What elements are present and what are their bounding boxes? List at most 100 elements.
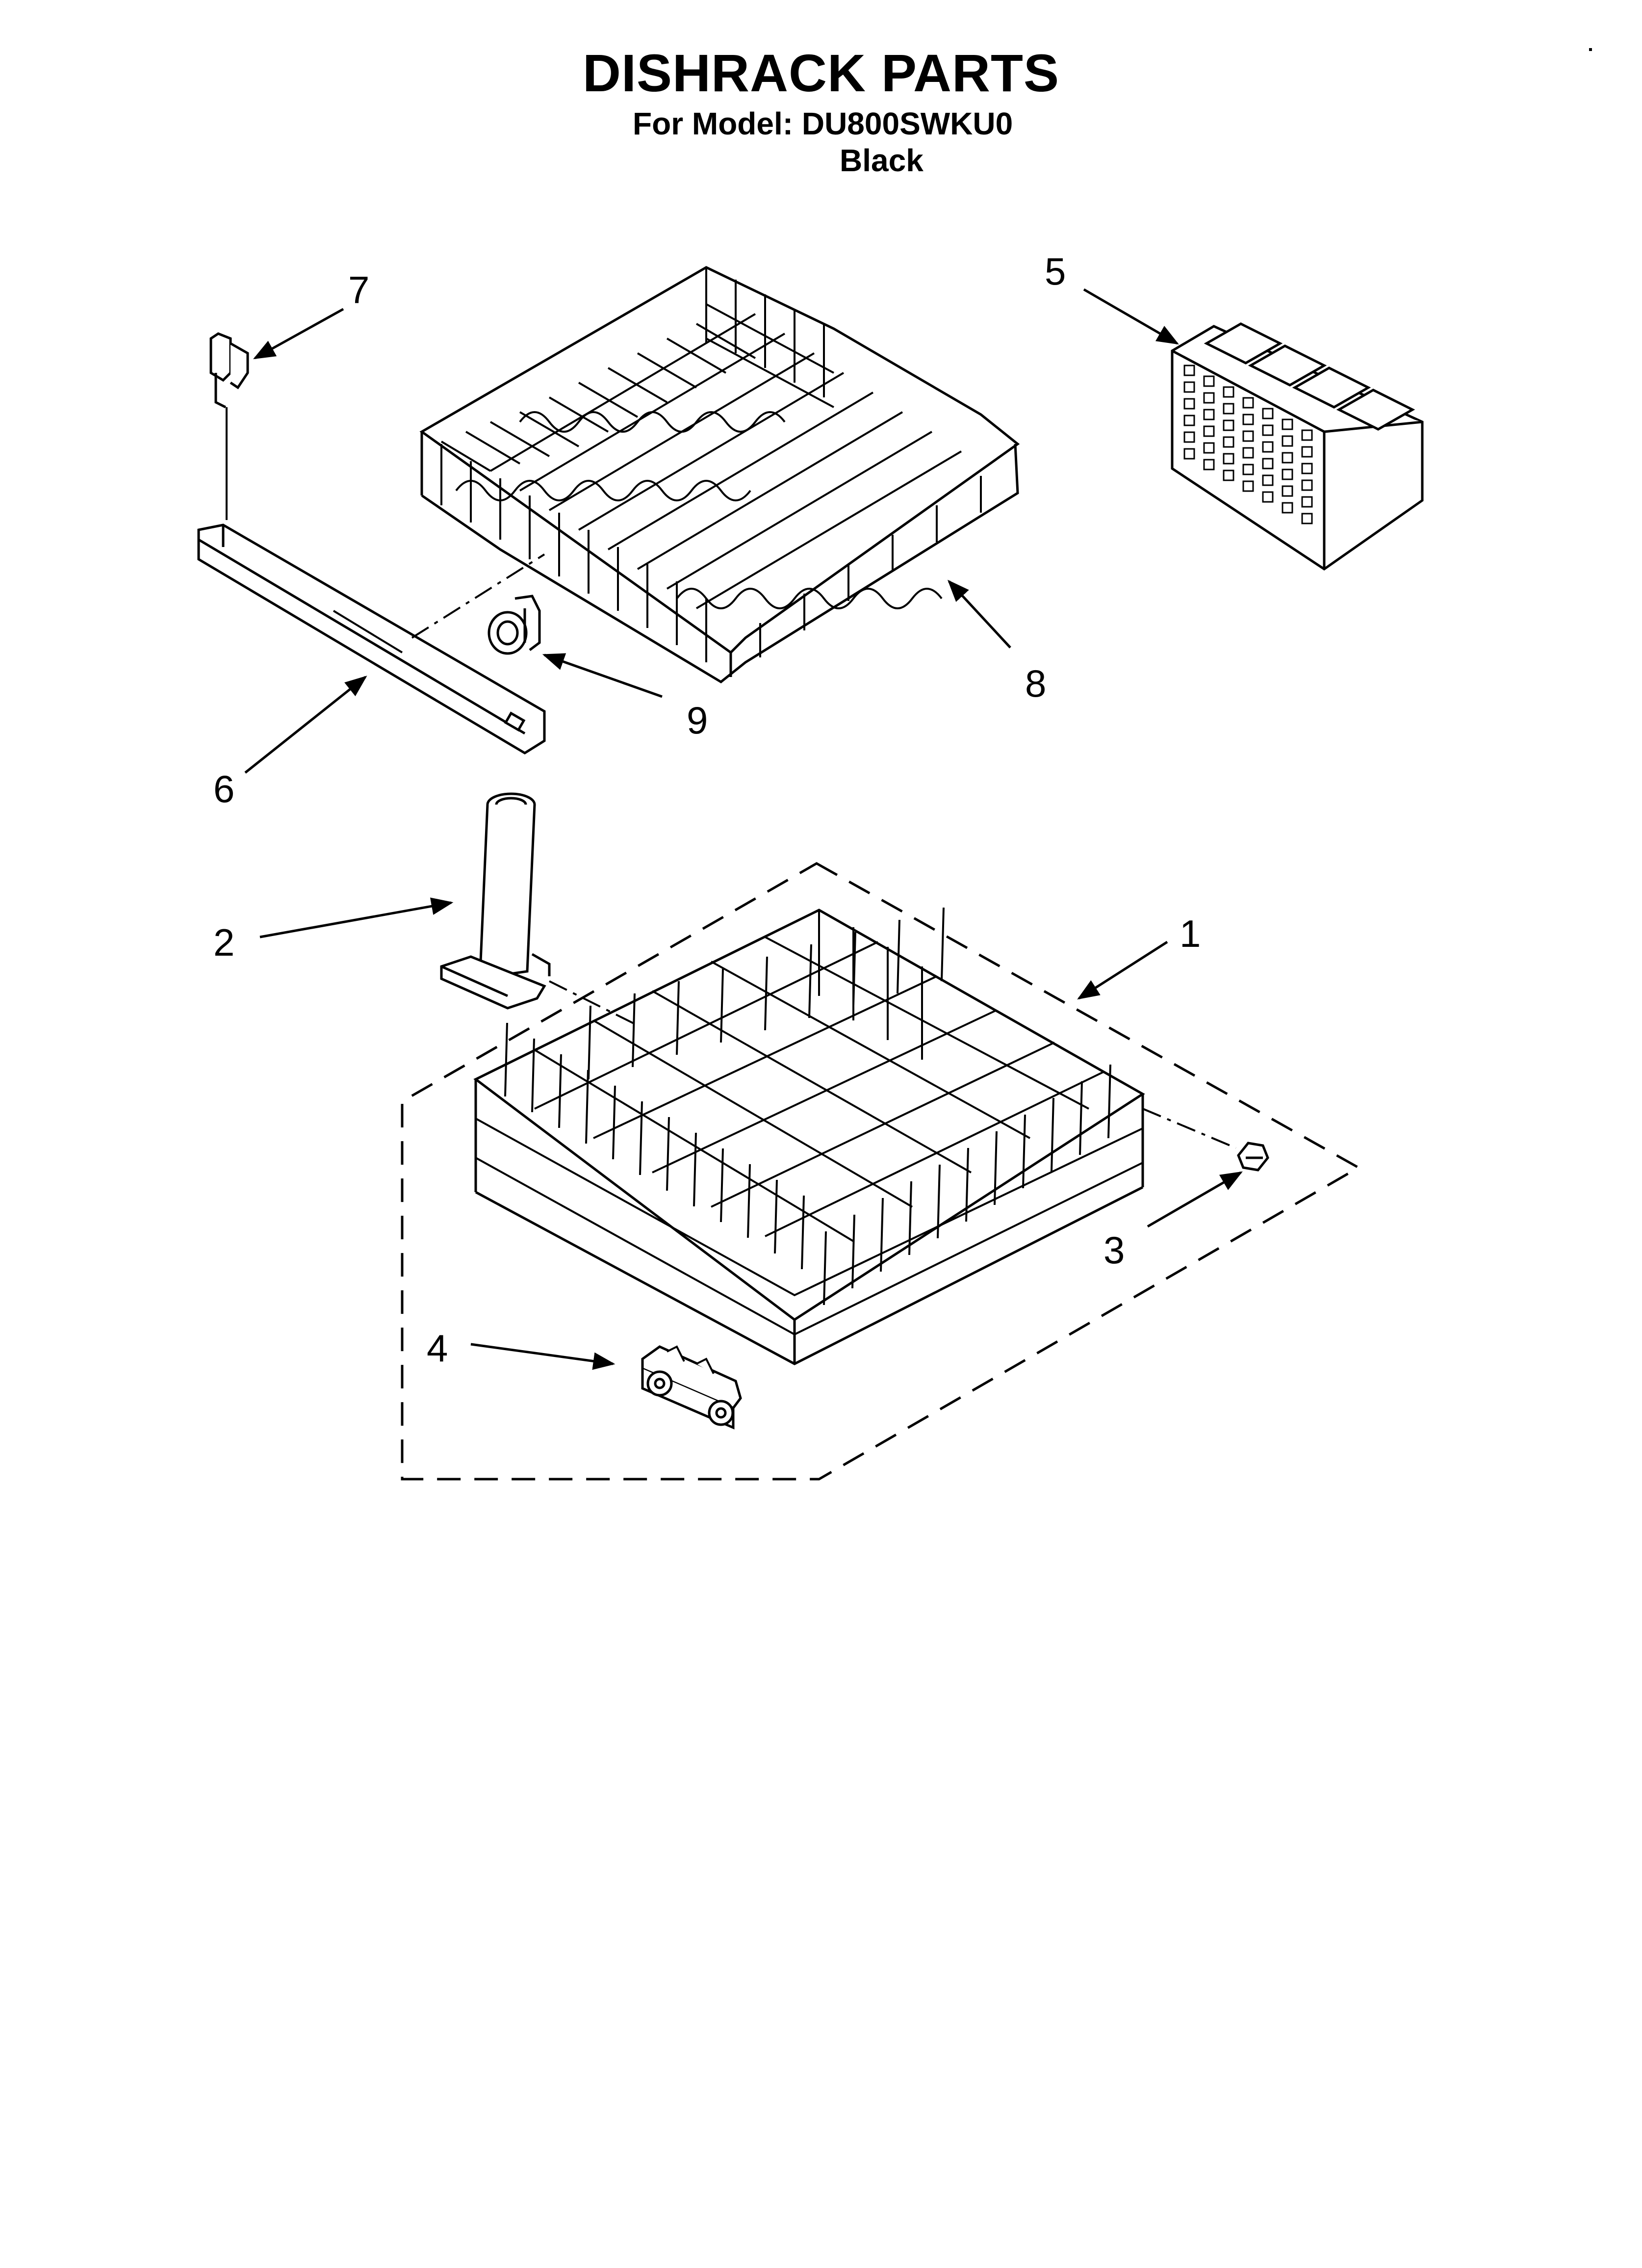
rack-tine: [1107, 1064, 1111, 1139]
rack-tine: [937, 1164, 941, 1239]
basket-hole: [1282, 418, 1293, 430]
alignment-line-upper: [411, 553, 545, 639]
rack-tine: [666, 1117, 670, 1191]
rack-tine: [531, 1038, 535, 1113]
rack-tine: [1079, 1081, 1083, 1155]
callout-3: 3: [1103, 1228, 1125, 1272]
arrow-7: [253, 308, 344, 360]
rack-tine: [676, 981, 680, 1055]
basket-hole: [1242, 414, 1254, 425]
rack-tine: [764, 956, 768, 1031]
basket-hole: [1203, 409, 1215, 420]
basket-hole: [1183, 448, 1195, 460]
rack-tine: [774, 1179, 778, 1254]
rack-tine: [747, 1164, 751, 1238]
tine-post-part: [440, 792, 551, 1010]
basket-hole: [1242, 447, 1254, 459]
basket-hole: [1203, 442, 1215, 454]
basket-hole: [1223, 453, 1234, 465]
alignment-line-bumper: [1142, 1108, 1236, 1149]
basket-hole: [1183, 415, 1195, 426]
arrow-3: [1147, 1171, 1243, 1228]
callout-6: 6: [213, 767, 234, 810]
rack-tine: [823, 1231, 827, 1305]
rack-tine: [720, 968, 724, 1043]
callout-9: 9: [687, 699, 708, 742]
color-line: Black: [840, 143, 924, 178]
basket-hole: [1203, 392, 1215, 404]
scan-mark: [1589, 48, 1592, 51]
arrow-4: [470, 1343, 616, 1370]
basket-hole: [1242, 397, 1254, 409]
basket-hole: [1183, 381, 1195, 393]
arrow-8: [947, 579, 1011, 649]
rack-tine: [612, 1085, 616, 1160]
roller-part: [487, 595, 541, 655]
track-stop-part: [209, 332, 249, 520]
basket-hole: [1262, 441, 1274, 453]
basket-hole: [1301, 479, 1313, 491]
callout-7: 7: [348, 268, 369, 312]
arrow-2: [259, 897, 454, 938]
alignment-line-post: [549, 980, 638, 1026]
basket-hole: [1242, 464, 1254, 475]
basket-hole: [1262, 491, 1274, 503]
callout-labels: 7 5 8 9 6 2 1 3 4: [213, 250, 1201, 1370]
arrow-6: [244, 676, 367, 774]
rack-tine: [897, 919, 900, 994]
lower-rack-tines: [504, 907, 1111, 1305]
callout-2: 2: [213, 921, 234, 964]
lower-rack-group-outline: [401, 862, 1361, 1481]
rack-tine: [808, 944, 812, 1018]
rack-tine: [941, 907, 945, 982]
model-line: For Model: DU800SWKU0: [633, 106, 1013, 141]
rack-tine: [558, 1054, 562, 1128]
basket-hole: [1282, 469, 1293, 480]
arrow-1: [1077, 940, 1168, 1000]
basket-hole: [1301, 429, 1313, 441]
rack-tine: [880, 1198, 884, 1272]
callout-8: 8: [1025, 662, 1046, 705]
basket-hole: [1223, 386, 1234, 398]
basket-hole: [1282, 452, 1293, 464]
rack-tine: [994, 1131, 998, 1205]
basket-hole: [1183, 398, 1195, 410]
lower-dishrack-part: [473, 907, 1145, 1365]
basket-hole: [1223, 419, 1234, 431]
basket-hole: [1301, 446, 1313, 458]
rack-tine: [632, 993, 636, 1068]
rack-tine: [720, 1148, 724, 1223]
basket-hole: [1203, 459, 1215, 470]
page-title: DISHRACK PARTS: [582, 43, 1060, 103]
basket-hole: [1301, 496, 1313, 508]
wheel-carrier-part: [641, 1345, 742, 1430]
callout-4: 4: [427, 1327, 448, 1370]
basket-hole: [1282, 435, 1293, 447]
rack-tine: [801, 1195, 805, 1270]
basket-hole: [1282, 485, 1293, 497]
basket-hole: [1223, 403, 1234, 415]
basket-hole: [1223, 436, 1234, 448]
callout-arrows: [244, 288, 1243, 1370]
basket-hole: [1242, 480, 1254, 492]
basket-hole: [1183, 365, 1195, 376]
rack-tine: [585, 1069, 589, 1144]
upper-dishrack-part: [419, 266, 1020, 684]
rack-tine: [504, 1022, 508, 1097]
rack-tine: [693, 1132, 697, 1207]
basket-hole: [1262, 424, 1274, 436]
basket-hole: [1203, 375, 1215, 387]
rack-tine: [965, 1147, 969, 1222]
callout-1: 1: [1180, 912, 1201, 955]
rack-tine: [851, 1214, 855, 1289]
rack-tine: [908, 1181, 912, 1255]
basket-hole: [1301, 513, 1313, 524]
basket-hole: [1242, 430, 1254, 442]
rack-tine: [588, 1005, 591, 1080]
basket-hole: [1203, 425, 1215, 437]
silverware-basket-part: [1171, 322, 1424, 571]
track-part: [197, 523, 546, 755]
arrow-9: [542, 653, 663, 698]
